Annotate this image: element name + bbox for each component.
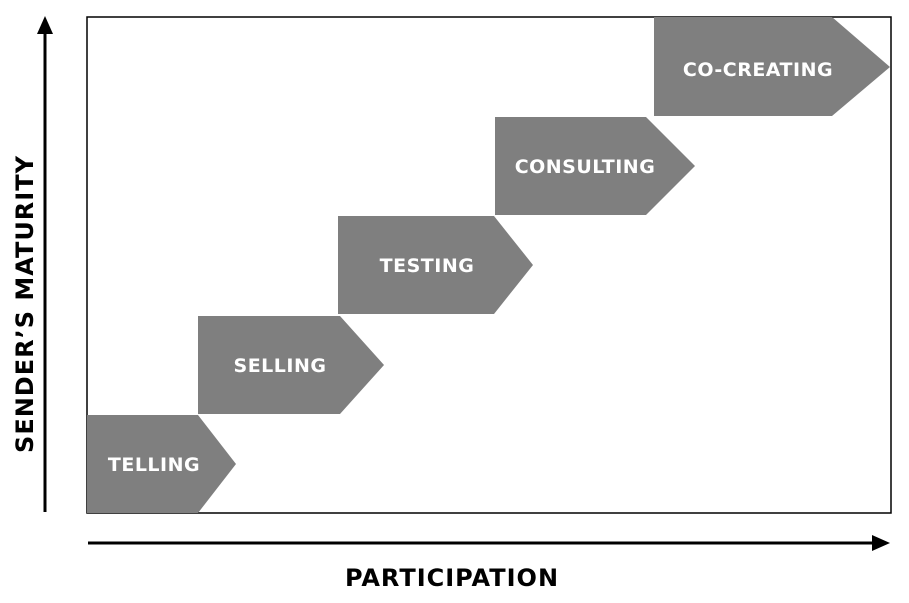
diagram-frame: [86, 16, 892, 514]
step-co-creating: CO-CREATING: [654, 17, 890, 116]
step-shape: [654, 17, 890, 116]
y-axis-label: SENDER’S MATURITY: [11, 155, 39, 453]
step-testing: TESTING: [338, 216, 533, 314]
step-shape: [338, 216, 533, 314]
x-axis-label: PARTICIPATION: [345, 564, 559, 592]
step-label: TESTING: [380, 255, 475, 277]
step-shape: [198, 316, 384, 414]
step-shape: [87, 415, 236, 513]
step-shape: [495, 117, 695, 215]
step-label: SELLING: [234, 355, 327, 377]
y-axis-arrow: [37, 16, 53, 512]
step-consulting: CONSULTING: [495, 117, 695, 215]
step-selling: SELLING: [198, 316, 384, 414]
step-label: CONSULTING: [515, 156, 656, 178]
x-axis-arrow: [88, 535, 890, 551]
step-telling: TELLING: [87, 415, 236, 513]
step-label: TELLING: [108, 454, 200, 476]
step-label: CO-CREATING: [683, 59, 833, 81]
